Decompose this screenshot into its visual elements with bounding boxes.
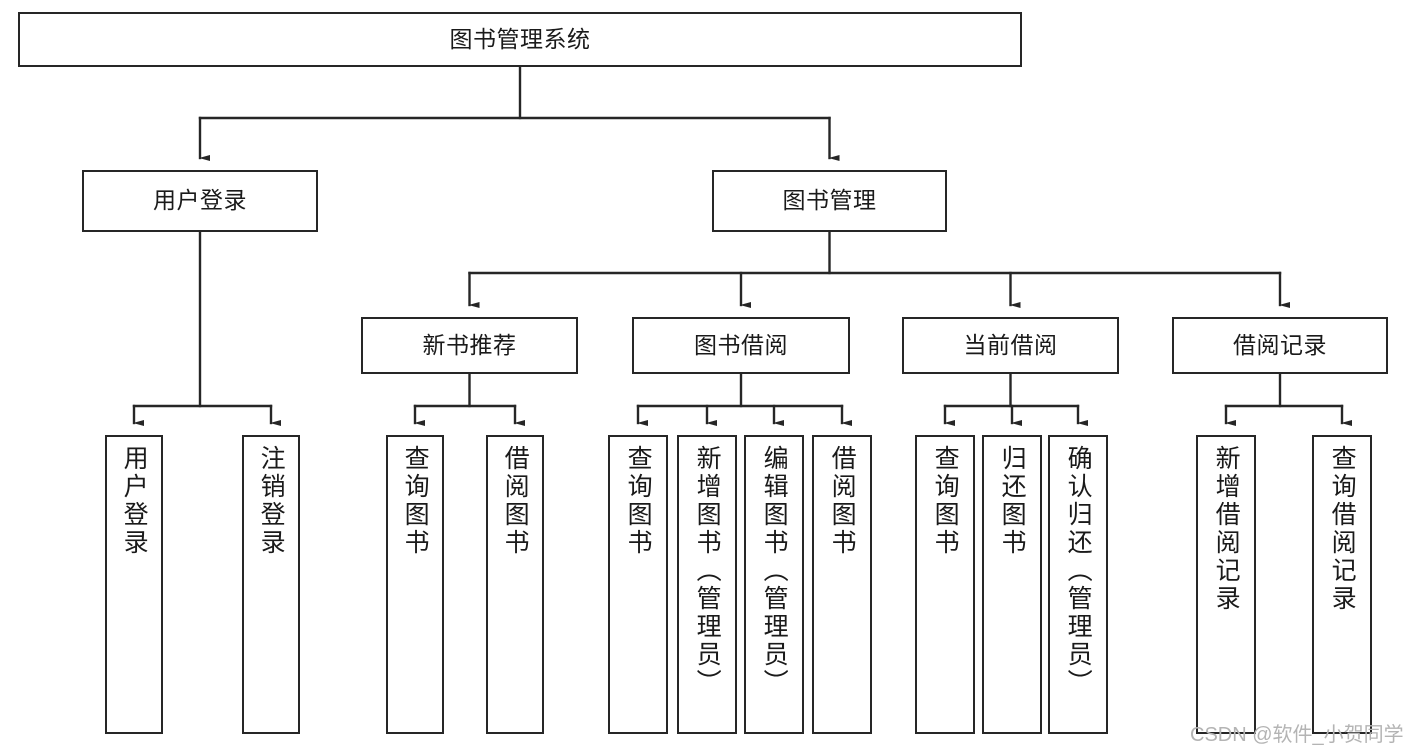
leaf-node-12[interactable]: 查询借阅记录 xyxy=(1312,435,1372,734)
connector-lines xyxy=(132,65,1352,426)
level2-node-1[interactable]: 图书借阅 xyxy=(632,317,850,374)
leaf-node-6[interactable]: 编辑图书（管理员） xyxy=(744,435,804,734)
level2-node-3[interactable]: 借阅记录 xyxy=(1172,317,1388,374)
leaf-node-11[interactable]: 新增借阅记录 xyxy=(1196,435,1256,734)
watermark-text: CSDN @软件_小贺同学 xyxy=(1190,724,1404,746)
node-label: 归还图书 xyxy=(998,445,1027,557)
level2-node-0[interactable]: 新书推荐 xyxy=(361,317,578,374)
node-label: 查询图书 xyxy=(931,445,960,557)
leaf-node-5[interactable]: 新增图书（管理员） xyxy=(677,435,737,734)
node-label: 图书管理 xyxy=(782,187,877,214)
leaf-node-7[interactable]: 借阅图书 xyxy=(812,435,872,734)
node-label: 新书推荐 xyxy=(422,331,517,358)
level1-node-1[interactable]: 图书管理 xyxy=(712,170,947,232)
leaf-node-8[interactable]: 查询图书 xyxy=(915,435,975,734)
node-label: 编辑图书（管理员） xyxy=(760,445,789,697)
leaf-node-10[interactable]: 确认归还（管理员） xyxy=(1048,435,1108,734)
node-label: 新增借阅记录 xyxy=(1212,445,1241,613)
node-label: 借阅图书 xyxy=(828,445,857,557)
leaf-node-3[interactable]: 借阅图书 xyxy=(486,435,544,734)
node-label: 图书管理系统 xyxy=(449,25,591,52)
level2-node-2[interactable]: 当前借阅 xyxy=(902,317,1119,374)
leaf-node-0[interactable]: 用户登录 xyxy=(105,435,163,734)
leaf-node-9[interactable]: 归还图书 xyxy=(982,435,1042,734)
leaf-node-4[interactable]: 查询图书 xyxy=(608,435,668,734)
leaf-node-1[interactable]: 注销登录 xyxy=(242,435,300,734)
node-label: 图书借阅 xyxy=(694,331,788,358)
node-label: 用户登录 xyxy=(120,445,149,557)
node-label: 当前借阅 xyxy=(963,331,1058,358)
node-label: 确认归还（管理员） xyxy=(1064,445,1093,697)
level1-node-0[interactable]: 用户登录 xyxy=(82,170,318,232)
root-node-0[interactable]: 图书管理系统 xyxy=(18,12,1022,67)
node-label: 用户登录 xyxy=(153,187,247,214)
node-label: 注销登录 xyxy=(257,445,286,557)
node-label: 查询图书 xyxy=(401,445,430,557)
node-label: 新增图书（管理员） xyxy=(693,445,722,697)
leaf-node-2[interactable]: 查询图书 xyxy=(386,435,444,734)
node-label: 查询借阅记录 xyxy=(1328,445,1357,613)
node-label: 借阅图书 xyxy=(501,445,530,557)
node-label: 借阅记录 xyxy=(1233,331,1327,358)
node-label: 查询图书 xyxy=(624,445,653,557)
